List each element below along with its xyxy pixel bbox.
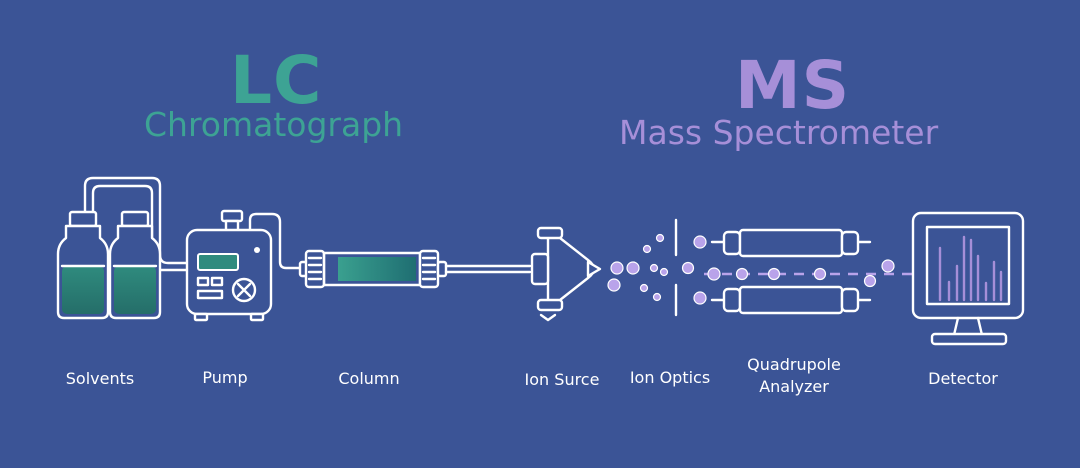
ms-heading: MS — [735, 47, 851, 124]
quadrupole-icon — [704, 228, 912, 315]
label-quadrupole: Quadrupole Analyzer — [747, 354, 841, 397]
lc-heading: LC — [230, 42, 323, 119]
label-solvents: Solvents — [65, 369, 135, 388]
label-pump: Pump — [202, 368, 248, 387]
solvent-bottle-left — [56, 210, 110, 320]
label-quadrupole-line1: Quadrupole — [747, 355, 841, 374]
ion-optics-icon — [607, 218, 707, 317]
solvent-bottle-right — [108, 210, 162, 320]
label-column: Column — [338, 369, 400, 388]
label-quadrupole-line2: Analyzer — [759, 376, 829, 396]
pump-icon — [185, 209, 302, 322]
label-ion-source: Ion Surce — [524, 370, 600, 389]
column-icon — [298, 249, 532, 289]
detector-spectrum — [938, 235, 1003, 302]
lc-subtitle: Chromatograph — [144, 105, 404, 144]
ion-source-icon — [530, 226, 602, 322]
ms-subtitle: Mass Spectrometer — [619, 113, 939, 152]
label-detector: Detector — [928, 369, 998, 388]
ion-droplets — [607, 233, 707, 305]
detector-monitor-icon — [911, 211, 1025, 346]
solvent-bottles-icon — [56, 210, 162, 320]
ion-path — [707, 259, 895, 288]
label-ion-optics: Ion Optics — [629, 368, 711, 387]
